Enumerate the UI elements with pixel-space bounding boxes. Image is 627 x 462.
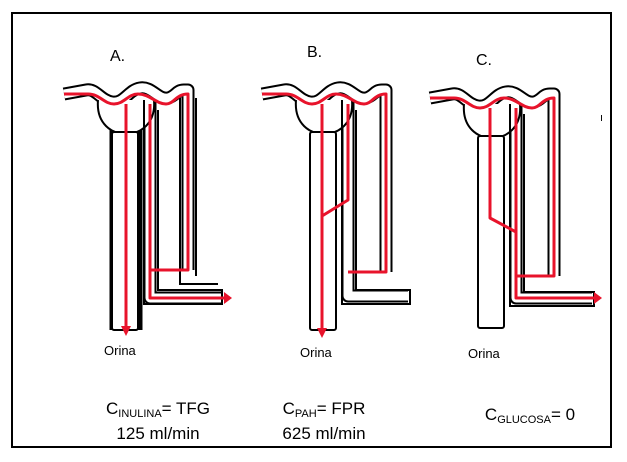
clearance-formula-a: CINULINA= TFG 125 ml/min <box>88 399 228 443</box>
clearance-formula-b: CPAH= FPR 625 ml/min <box>264 399 384 443</box>
orina-label-b: Orina <box>300 345 332 360</box>
nephron-c <box>430 92 602 328</box>
clearance-formula-c: CGLUCOSA= 0 <box>460 405 600 430</box>
nephron-a <box>64 88 232 336</box>
clearance-value-b: 625 ml/min <box>264 424 384 443</box>
panel-label-a: A. <box>110 48 125 66</box>
orina-label-c: Orina <box>468 346 500 361</box>
clearance-value-a: 125 ml/min <box>88 424 228 443</box>
panel-label-c: C. <box>476 52 492 70</box>
orina-label-a: Orina <box>104 343 136 358</box>
nephron-b <box>262 88 410 338</box>
panel-label-b: B. <box>307 44 322 62</box>
stray-mark: ı <box>600 112 603 124</box>
